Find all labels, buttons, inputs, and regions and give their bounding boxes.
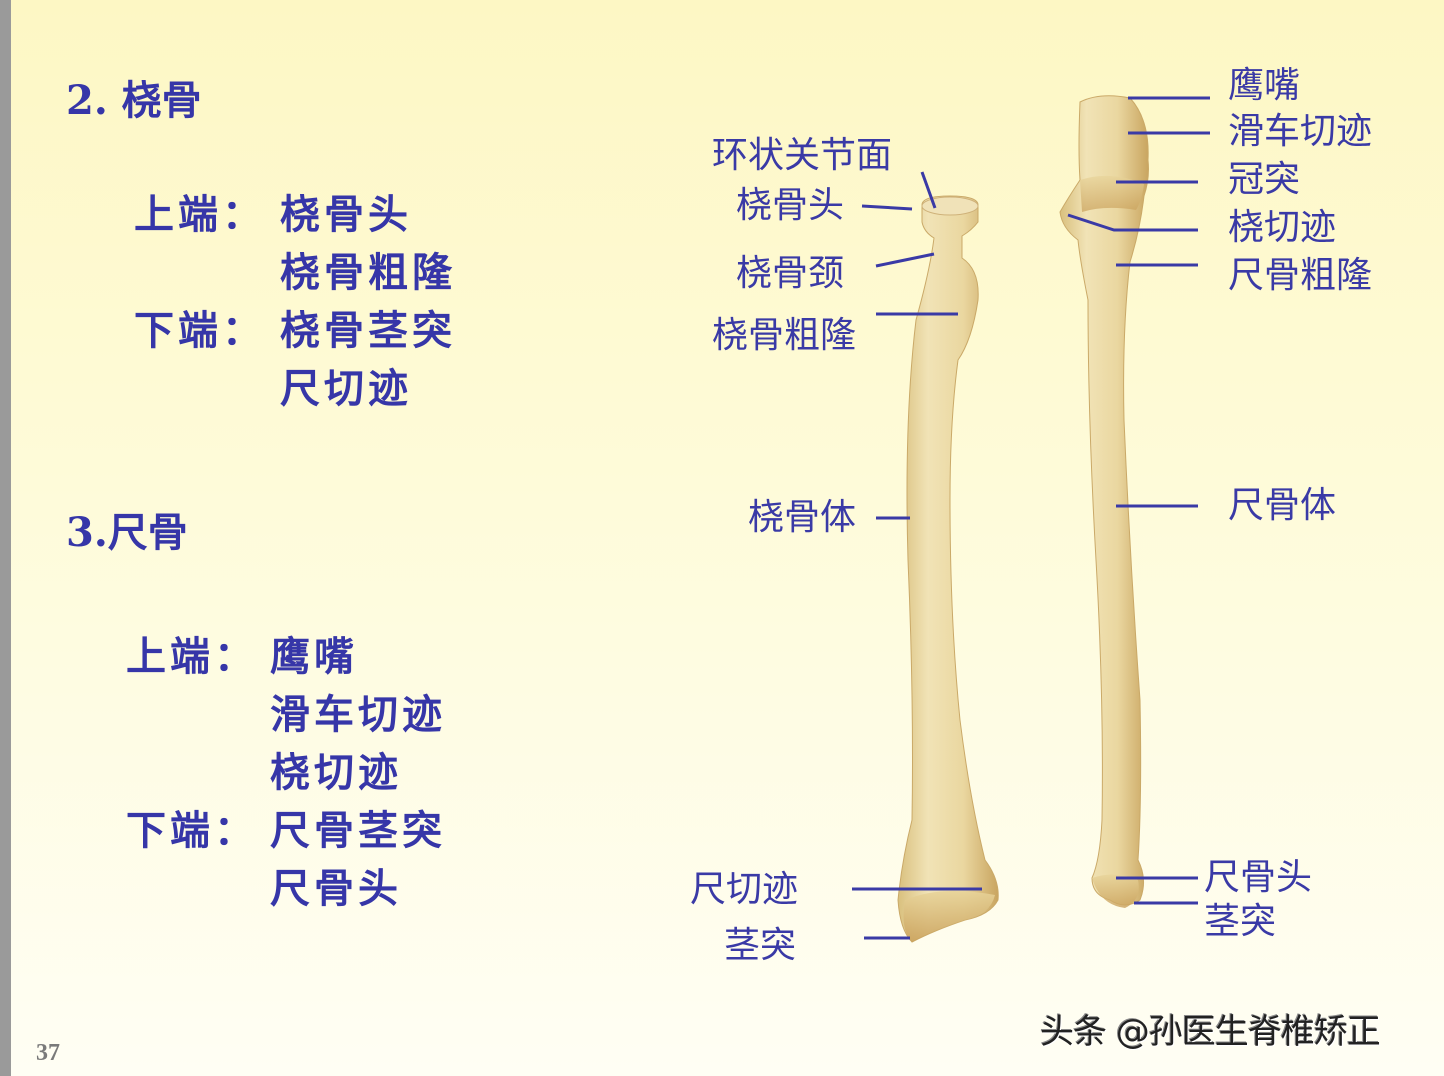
label-olecranon: 鹰嘴 <box>1228 65 1301 106</box>
watermark: 头条 @孙医生脊椎矫正 <box>1040 1012 1381 1052</box>
radius-lower-item-2: 尺切迹 <box>280 365 412 412</box>
radius-section-title: 2. 桡骨 <box>66 77 202 124</box>
label-radius-head: 桡骨头 <box>736 185 845 226</box>
ulna-bone <box>1059 95 1149 908</box>
radius-upper-item-1: 桡骨头 <box>280 191 412 238</box>
leader-lines <box>852 96 1210 940</box>
radius-upper-end-label: 上端： <box>134 191 266 238</box>
label-articular-circumference: 环状关节面 <box>712 135 893 176</box>
page-number: 37 <box>36 1040 60 1066</box>
ulna-lower-item-1: 尺骨茎突 <box>270 807 446 854</box>
label-radial-tuberosity: 桡骨粗隆 <box>712 315 857 356</box>
radius-bone <box>897 195 999 943</box>
ulna-section-title: 3.尺骨 <box>66 509 188 556</box>
radius-upper-item-2: 桡骨粗隆 <box>280 249 456 296</box>
label-radius-body: 桡骨体 <box>748 497 857 538</box>
label-coronoid-process: 冠突 <box>1228 159 1301 200</box>
radius-lower-end-label: 下端： <box>134 307 266 354</box>
ulna-lower-end-label: 下端： <box>126 807 258 854</box>
label-ulna-styloid: 茎突 <box>1204 901 1277 942</box>
label-radius-neck: 桡骨颈 <box>736 253 845 294</box>
left-margin-bar <box>0 0 11 1076</box>
label-radius-styloid: 茎突 <box>724 925 797 966</box>
ulna-upper-end-label: 上端： <box>126 633 258 680</box>
ulna-lower-item-2: 尺骨头 <box>270 865 402 912</box>
label-ulnar-tuberosity: 尺骨粗隆 <box>1228 255 1373 296</box>
label-ulnar-notch: 尺切迹 <box>690 869 799 910</box>
ulna-upper-item-1: 鹰嘴 <box>270 633 358 680</box>
radius-lower-item-1: 桡骨茎突 <box>280 307 456 354</box>
label-ulna-head: 尺骨头 <box>1204 857 1313 898</box>
ulna-upper-item-2: 滑车切迹 <box>270 691 446 738</box>
ulna-upper-item-3: 桡切迹 <box>270 749 402 796</box>
label-ulna-body: 尺骨体 <box>1228 485 1337 526</box>
label-radial-notch: 桡切迹 <box>1228 207 1337 248</box>
label-trochlear-notch: 滑车切迹 <box>1228 111 1373 152</box>
